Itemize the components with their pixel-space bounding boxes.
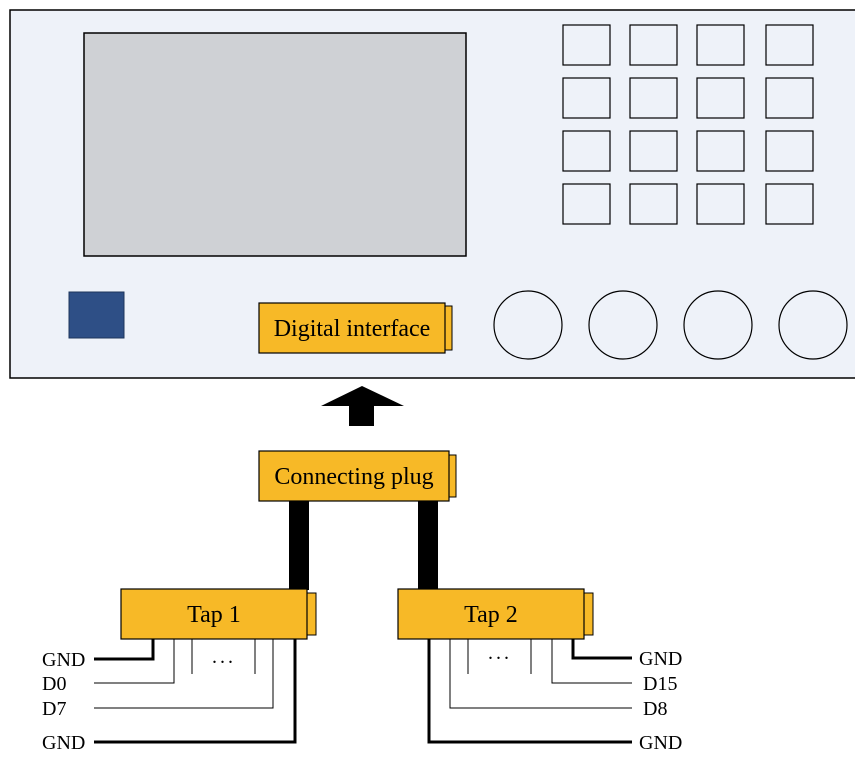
keypad-key[interactable] [562,24,611,66]
tap1-gnd-top-wire [94,638,155,661]
keypad-key[interactable] [765,130,814,172]
cable-to-tap1 [289,498,309,590]
wire-labels: GND D0 D7 GND GND D15 D8 GND [42,648,682,754]
tap2-tab [583,592,594,636]
tap1-tab [306,592,317,636]
keypad-key[interactable] [562,130,611,172]
tap2-label: Tap 2 [464,602,518,628]
tap2: Tap 2 [397,588,594,640]
tap2-d15-label: D15 [643,673,677,695]
tap1-d0-wire [94,638,175,684]
tap2-wires: ... [427,638,632,744]
keypad-key[interactable] [765,183,814,225]
tap2-gnd-top-wire [571,638,632,660]
tap1-d0-label: D0 [42,673,66,695]
tap2-box [397,588,585,640]
tap1-gnd-bottom-label: GND [42,732,85,754]
digital-interface-label: Digital interface [274,316,431,342]
keypad [562,24,814,225]
tap1-gnd-top-label: GND [42,649,85,671]
knob[interactable] [778,290,848,360]
keypad-key[interactable] [629,130,678,172]
instrument-panel: Digital interface [9,9,855,379]
tap2-gnd-top-label: GND [639,648,682,670]
up-arrow-icon [321,386,404,426]
keypad-key[interactable] [696,183,745,225]
connecting-plug: Connecting plug [258,450,457,502]
tap2-gnd-bottom-label: GND [639,732,682,754]
keypad-key[interactable] [562,77,611,119]
keypad-key[interactable] [696,77,745,119]
keypad-key[interactable] [629,183,678,225]
keypad-key[interactable] [765,24,814,66]
tap1-gnd-bottom-wire [94,638,297,744]
tap2-ellipsis: ... [488,642,512,664]
digital-interface-tab [444,305,453,351]
tap1-box [120,588,308,640]
connecting-plug-box [258,450,450,502]
tap1-label: Tap 1 [187,602,241,628]
cable-to-tap2 [418,498,438,590]
knob[interactable] [588,290,658,360]
keypad-key[interactable] [696,24,745,66]
tap2-d8-wire [449,638,632,709]
tap1-ellipsis: ... [212,646,236,668]
tap2-d8-label: D8 [643,698,667,720]
keypad-key[interactable] [765,77,814,119]
display-screen [83,32,467,257]
tap1: Tap 1 [120,588,317,640]
tap1-d7-wire [94,638,274,709]
keypad-key[interactable] [629,24,678,66]
keypad-key[interactable] [696,130,745,172]
tap2-d15-wire [551,638,632,684]
tap1-d7-label: D7 [42,698,66,720]
digital-interface-box [258,302,446,354]
power-indicator [68,291,125,339]
connecting-plug-label: Connecting plug [274,464,433,490]
connecting-plug-tab [448,454,457,498]
tap2-gnd-bottom-wire [427,638,632,744]
knob[interactable] [683,290,753,360]
tap1-wires: ... [94,638,297,744]
knob[interactable] [493,290,563,360]
digital-interface-port[interactable]: Digital interface [258,302,453,354]
keypad-key[interactable] [562,183,611,225]
knobs [493,290,848,360]
keypad-key[interactable] [629,77,678,119]
